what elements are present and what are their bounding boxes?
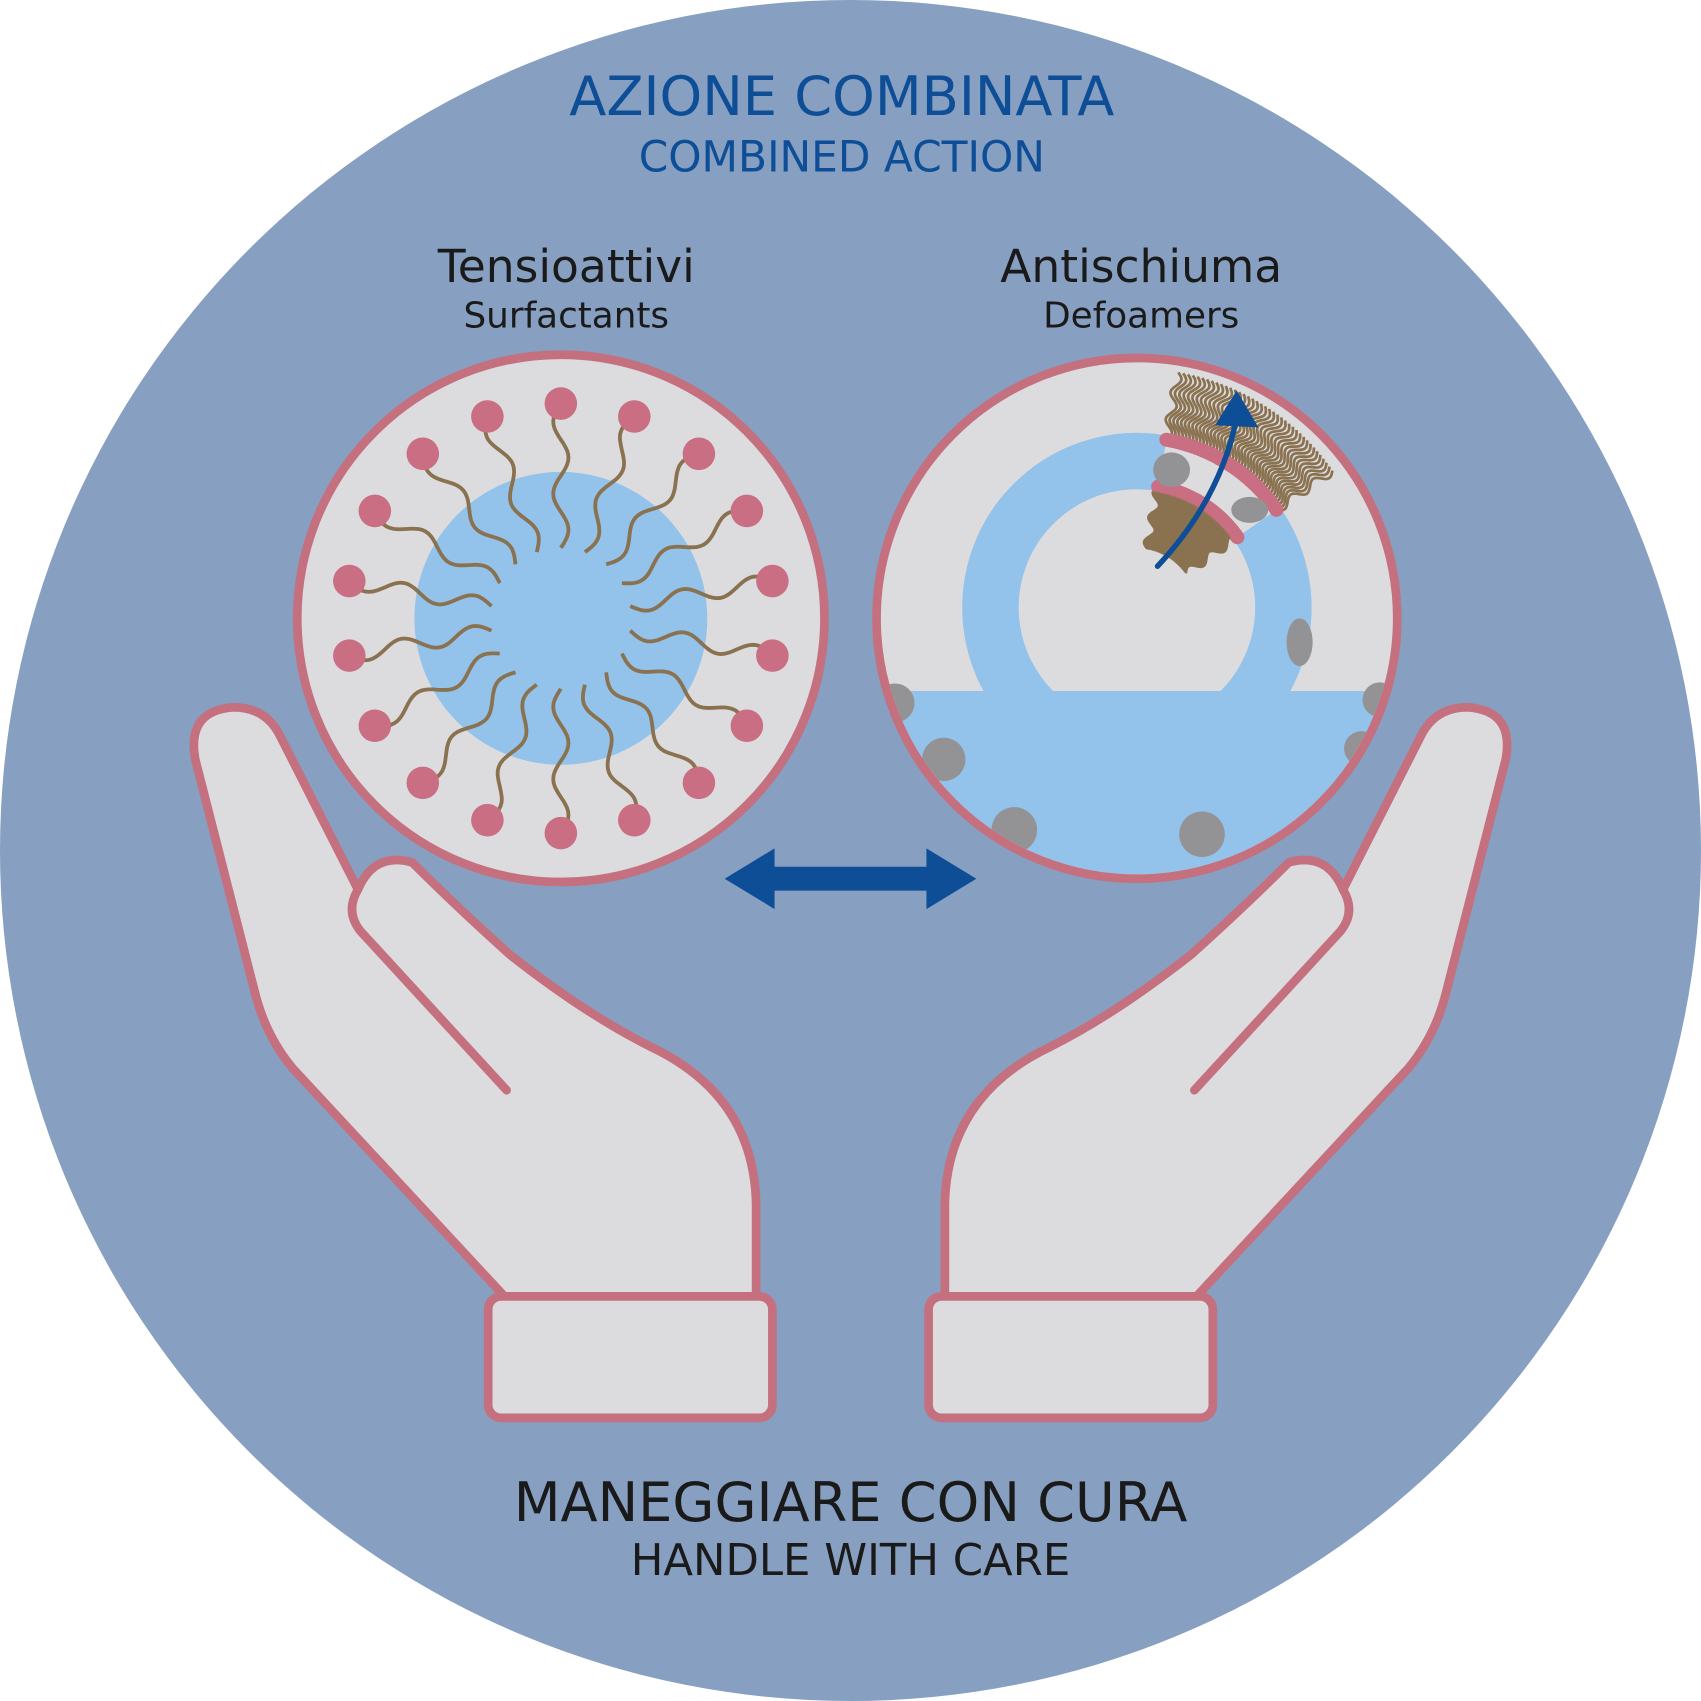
tail [348,624,493,663]
tail [1265,451,1319,498]
tail [1176,374,1197,444]
head [682,766,716,800]
bilayer-molecules [1142,371,1334,574]
right-sublabel: Defoamers [1043,296,1239,337]
tail [1199,385,1229,451]
tail [1225,403,1264,464]
tail [1242,420,1287,476]
tail [483,416,541,553]
tail [1276,470,1334,512]
tail [1179,376,1202,444]
tail [374,651,500,728]
tail [422,670,517,785]
footer-main: MANEGGIARE CON CURA [514,1471,1188,1534]
head [1230,530,1245,545]
tail [1258,440,1309,490]
head [471,400,504,433]
tail [629,574,774,613]
tail [1248,426,1295,480]
tail [1189,380,1216,447]
tail [1267,454,1322,501]
head [406,766,440,800]
tail [551,402,571,549]
tail [373,510,502,584]
head [618,803,651,837]
tail [1245,423,1291,478]
tail [1186,378,1211,446]
tail [348,579,493,608]
tail [1184,535,1238,574]
right-hand-icon [924,702,1512,1423]
head [756,564,789,598]
footer-sub: HANDLE WITH CARE [631,1536,1071,1586]
tail [583,414,636,554]
surfactants-panel [292,350,829,887]
bilayer-band [962,432,1312,783]
micelle-molecules [333,387,789,850]
tail [1168,372,1188,442]
title-sub: COMBINED ACTION [639,132,1045,181]
tail [1274,466,1331,509]
tail [1263,447,1316,495]
double-arrow-icon [724,848,977,910]
head [406,437,440,471]
tail [1193,381,1220,449]
tail [551,687,571,835]
head [730,494,764,528]
head [358,494,392,528]
head [682,437,716,471]
head [471,803,504,837]
head [544,387,578,420]
tail [1269,458,1325,503]
tail [621,508,747,586]
head [333,639,366,672]
tail [1228,405,1268,466]
tail [628,629,774,658]
title-main: AZIONE COMBINATA [569,65,1114,128]
head [730,709,764,743]
head [1269,502,1284,517]
left-hand-icon [189,702,777,1423]
tail [1253,433,1302,485]
micelle-core [414,471,708,765]
head [333,564,366,598]
tail [620,652,749,727]
tail [1231,408,1272,468]
tail [605,451,700,567]
tail [580,684,639,821]
tail [1260,443,1312,493]
head [618,400,651,433]
head [358,709,392,743]
right-label: Antischiuma [1000,240,1282,293]
head [756,639,789,672]
left-label: Tensioattivi [437,240,695,293]
tail [1172,373,1193,443]
tail [1182,377,1207,445]
head [544,816,578,850]
tail [1250,429,1298,483]
tail [420,453,518,565]
defoamers-panel [872,353,1402,884]
tail [1236,414,1280,472]
tail [1255,436,1306,488]
tail [1239,417,1284,474]
tail [1164,371,1183,441]
left-sublabel: Surfactants [463,296,669,337]
tail [1234,411,1276,470]
tail [604,672,701,784]
tail [1196,383,1225,450]
curved-arrow-icon [1154,390,1259,569]
tail [486,683,538,822]
tail [1272,462,1328,506]
